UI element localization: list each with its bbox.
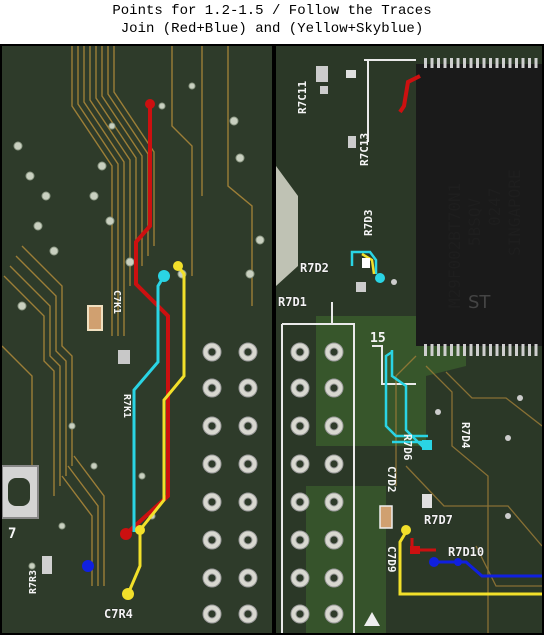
pin1-marker-icon	[364, 612, 380, 626]
label-r7d7: R7D7	[424, 513, 453, 527]
red-trace-chip	[398, 74, 421, 114]
yellow-trace-r7d2	[361, 252, 376, 275]
st-logo-icon: ST	[468, 292, 491, 313]
red-pad-lower	[410, 546, 420, 554]
blue-trace-lower	[434, 560, 542, 578]
yellow-trace-lower	[398, 531, 542, 596]
yellow-point-lower	[401, 525, 411, 535]
skyblue-pad	[422, 440, 432, 450]
label-r7d1: R7D1	[278, 295, 307, 309]
chip-line-1: M29F002BT70N1	[445, 183, 464, 308]
yellow-junction	[135, 525, 145, 535]
resistor-r7k1	[118, 350, 130, 364]
label-r7r3: R7R3	[28, 570, 39, 594]
skyblue-trace-r7d2	[350, 250, 378, 274]
skyblue-trace-long	[384, 350, 428, 438]
right-pcb-photo: M29F002BT70N1 5BSQV 0247 SINGAPORE ST	[274, 44, 544, 635]
through-hole-pads	[290, 342, 344, 624]
yellow-trace	[126, 265, 186, 595]
caption-line-1: Points for 1.2-1.5 / Follow the Traces	[112, 3, 432, 19]
red-trace	[124, 104, 170, 536]
flash-chip	[416, 64, 542, 346]
label-c7d9: C7D9	[385, 546, 398, 573]
label-c7r4: C7R4	[104, 607, 133, 621]
yellow-point-top	[173, 261, 183, 271]
left-pcb-photo: C7R4 R7R3 R7K1 C7K1 7	[0, 44, 274, 635]
left-pcb-svg: C7R4 R7R3 R7K1 C7K1 7	[2, 46, 272, 633]
chip-line-3: 0247	[485, 187, 504, 226]
red-point-bottom	[120, 528, 132, 540]
chip-line-2: 5BSQV	[465, 197, 484, 246]
chip-line-4: SINGAPORE	[505, 169, 524, 256]
caption-line-2: Join (Red+Blue) and (Yellow+Skyblue)	[120, 21, 424, 37]
blue-point	[82, 560, 94, 572]
label-r7k1: R7K1	[121, 394, 132, 418]
label-c7d2: C7D2	[385, 466, 398, 493]
label-c7k1: C7K1	[111, 290, 122, 314]
label-fifteen: 15	[370, 331, 386, 346]
label-r7c11: R7C11	[296, 81, 309, 114]
skyblue-point-r7d2	[375, 273, 385, 283]
yellow-point-bottom	[122, 588, 134, 600]
right-pcb-svg: M29F002BT70N1 5BSQV 0247 SINGAPORE ST	[276, 46, 542, 633]
label-r7c13: R7C13	[358, 133, 371, 166]
blue-point-lower	[429, 557, 439, 567]
skyblue-point	[158, 270, 170, 282]
label-r7d3: R7D3	[362, 210, 375, 237]
red-point-top	[145, 99, 155, 109]
label-seven: 7	[8, 526, 16, 542]
label-r7d2: R7D2	[300, 261, 329, 275]
resistor-top	[346, 70, 356, 78]
image-caption: Points for 1.2-1.5 / Follow the Traces J…	[0, 2, 544, 38]
capacitor-c7k1	[87, 305, 103, 331]
label-r7d6: R7D6	[401, 434, 414, 461]
through-hole-pads	[202, 342, 258, 624]
label-r7d10: R7D10	[448, 545, 484, 559]
label-r7d4: R7D4	[459, 422, 472, 449]
skyblue-trace	[132, 275, 166, 532]
